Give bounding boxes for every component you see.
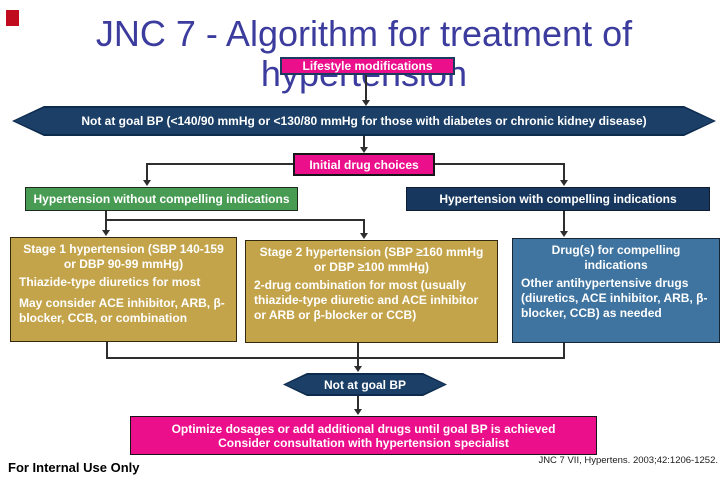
connector-stage2-v bbox=[363, 219, 365, 234]
connector-branch-left-v bbox=[146, 163, 148, 181]
compelling-heading: Drug(s) for compelling indications bbox=[551, 243, 681, 272]
connector-compelling-v bbox=[563, 211, 565, 232]
optimize-box: Optimize dosages or add additional drugs… bbox=[130, 416, 597, 455]
arrowhead-hex-to-initial bbox=[360, 147, 368, 153]
connector-hex-to-initial bbox=[363, 136, 365, 148]
lifestyle-modifications-label: Lifestyle modifications bbox=[302, 59, 433, 73]
arrowhead-stage2 bbox=[360, 233, 368, 239]
arrowhead-branch-left bbox=[143, 180, 151, 186]
not-at-goal-bottom-label: Not at goal BP bbox=[323, 377, 406, 392]
branch-without-compelling-label: Hypertension without compelling indicati… bbox=[33, 192, 290, 206]
stage1-heading: Stage 1 hypertension (SBP 140-159 or DBP… bbox=[23, 242, 224, 271]
arrowhead-to-bottom-hex bbox=[354, 366, 362, 372]
stage2-box: Stage 2 hypertension (SBP ≥160 mmHg or D… bbox=[245, 240, 498, 343]
stage2-line1: 2-drug combination for most (usually thi… bbox=[254, 278, 479, 322]
connector-lifestyle-down bbox=[365, 75, 367, 101]
arrowhead-hex-to-optimize bbox=[354, 409, 362, 415]
not-at-goal-top-label: Not at goal BP (<140/90 mmHg or <130/80 … bbox=[81, 114, 647, 128]
optimize-line1: Optimize dosages or add additional drugs… bbox=[171, 421, 556, 436]
connector-branch-right-v bbox=[563, 163, 565, 181]
connector-left-bracket-h bbox=[105, 219, 365, 221]
initial-drug-choices-box: Initial drug choices bbox=[293, 153, 435, 176]
connector-branch-right-h bbox=[435, 163, 564, 165]
stage1-line2: May consider ACE inhibitor, ARB, β-block… bbox=[19, 296, 225, 325]
initial-drug-choices-label: Initial drug choices bbox=[309, 157, 419, 172]
compelling-line1: Other antihypertensive drugs (diuretics,… bbox=[521, 276, 708, 320]
not-at-goal-bottom-fill bbox=[285, 375, 445, 394]
connector-merge-right-v bbox=[563, 343, 565, 359]
stage1-box: Stage 1 hypertension (SBP 140-159 or DBP… bbox=[10, 237, 237, 342]
branch-with-compelling-box: Hypertension with compelling indications bbox=[406, 187, 710, 211]
connector-branch-left-h bbox=[146, 163, 293, 165]
footer-text: For Internal Use Only bbox=[8, 460, 140, 475]
compelling-drugs-box: Drug(s) for compelling indications Other… bbox=[512, 238, 720, 343]
slide-title: JNC 7 - Algorithm for treatment of hyper… bbox=[0, 14, 728, 94]
branch-with-compelling-label: Hypertension with compelling indications bbox=[439, 192, 677, 206]
citation-text: JNC 7 VII, Hypertens. 2003;42:1206-1252. bbox=[538, 455, 718, 466]
arrowhead-compelling bbox=[560, 231, 568, 237]
arrowhead-stage1 bbox=[102, 230, 110, 236]
connector-merge-center-v bbox=[357, 343, 359, 367]
stage1-line1: Thiazide-type diuretics for most bbox=[19, 275, 201, 289]
arrowhead-branch-right bbox=[560, 180, 568, 186]
lifestyle-modifications-box: Lifestyle modifications bbox=[280, 57, 455, 75]
not-at-goal-top-fill bbox=[14, 108, 714, 134]
connector-merge-h bbox=[106, 357, 565, 359]
not-at-goal-top-hexagon: Not at goal BP (<140/90 mmHg or <130/80 … bbox=[12, 106, 716, 136]
connector-green-stub bbox=[105, 211, 107, 220]
stage2-heading: Stage 2 hypertension (SBP ≥160 mmHg or D… bbox=[259, 245, 484, 274]
not-at-goal-bottom-hexagon: Not at goal BP bbox=[283, 373, 447, 396]
connector-merge-left-v bbox=[106, 342, 108, 359]
optimize-line2: Consider consultation with hypertension … bbox=[218, 435, 509, 450]
arrowhead-lifestyle-down bbox=[362, 100, 370, 106]
slide-title-line1: JNC 7 - Algorithm for treatment of bbox=[95, 13, 633, 54]
corner-marker bbox=[6, 10, 19, 26]
connector-stage1-v bbox=[105, 219, 107, 231]
branch-without-compelling-box: Hypertension without compelling indicati… bbox=[25, 187, 298, 211]
connector-hex-to-optimize bbox=[357, 396, 359, 410]
